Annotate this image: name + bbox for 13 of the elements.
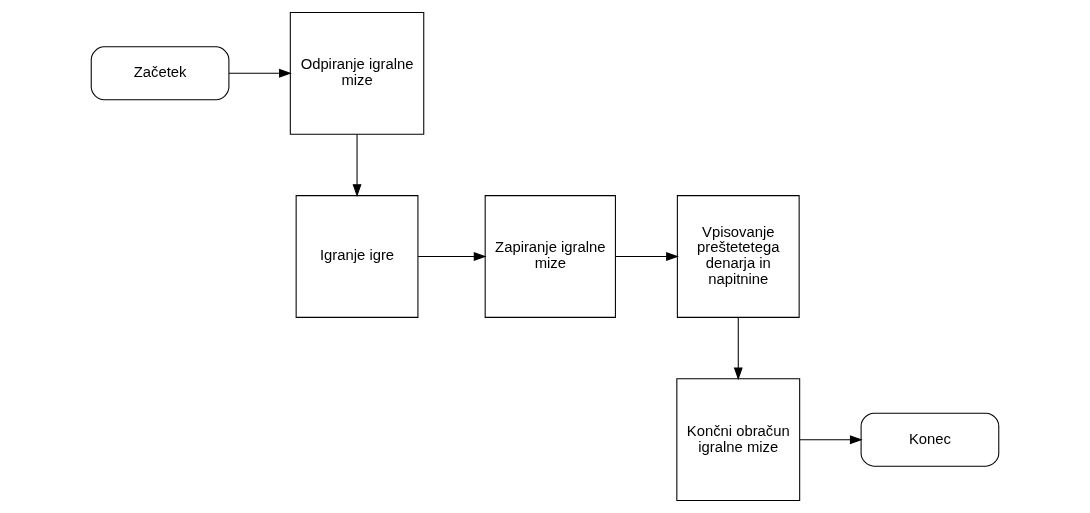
node-box: Igranje igre	[295, 195, 419, 318]
node-box: Zapiranje igralne mize	[484, 195, 616, 318]
arrow	[228, 68, 292, 78]
arrow	[352, 133, 362, 198]
node-box: Odpiranje igralne mize	[289, 11, 425, 135]
arrow	[799, 435, 863, 445]
arrow	[733, 317, 743, 381]
arrow	[417, 252, 487, 261]
node-box: Konec	[860, 412, 1000, 467]
node-box: Začetek	[90, 46, 230, 101]
arrow	[615, 252, 679, 261]
node-box: Končni obračun igralne mize	[676, 378, 801, 502]
node-box: Vpisovanje preštetetega denarja in napitnine	[676, 195, 800, 318]
